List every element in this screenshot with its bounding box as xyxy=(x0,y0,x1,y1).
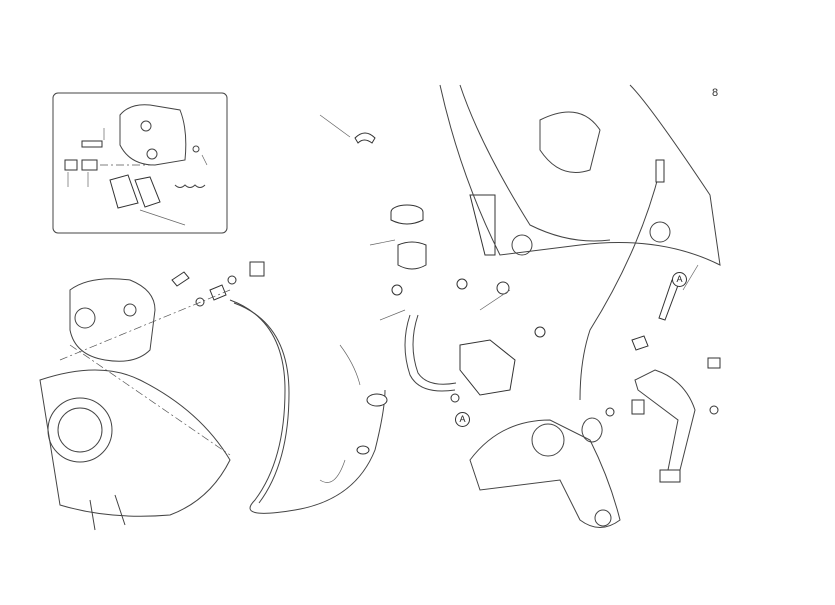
callout-a-right: A xyxy=(672,272,687,287)
rear-caliper xyxy=(59,261,265,456)
master-cylinder-reservoir xyxy=(319,114,546,403)
page-number: 8 xyxy=(712,87,719,99)
brake-hose xyxy=(229,299,388,514)
caliper-detail-inset xyxy=(52,92,228,234)
caliper-bracket xyxy=(39,369,231,531)
frame-swingarm xyxy=(439,84,721,266)
callout-a-center: A xyxy=(455,412,470,427)
rear-brake-pedal xyxy=(469,357,721,528)
brake-light-switch-cable xyxy=(579,159,699,401)
